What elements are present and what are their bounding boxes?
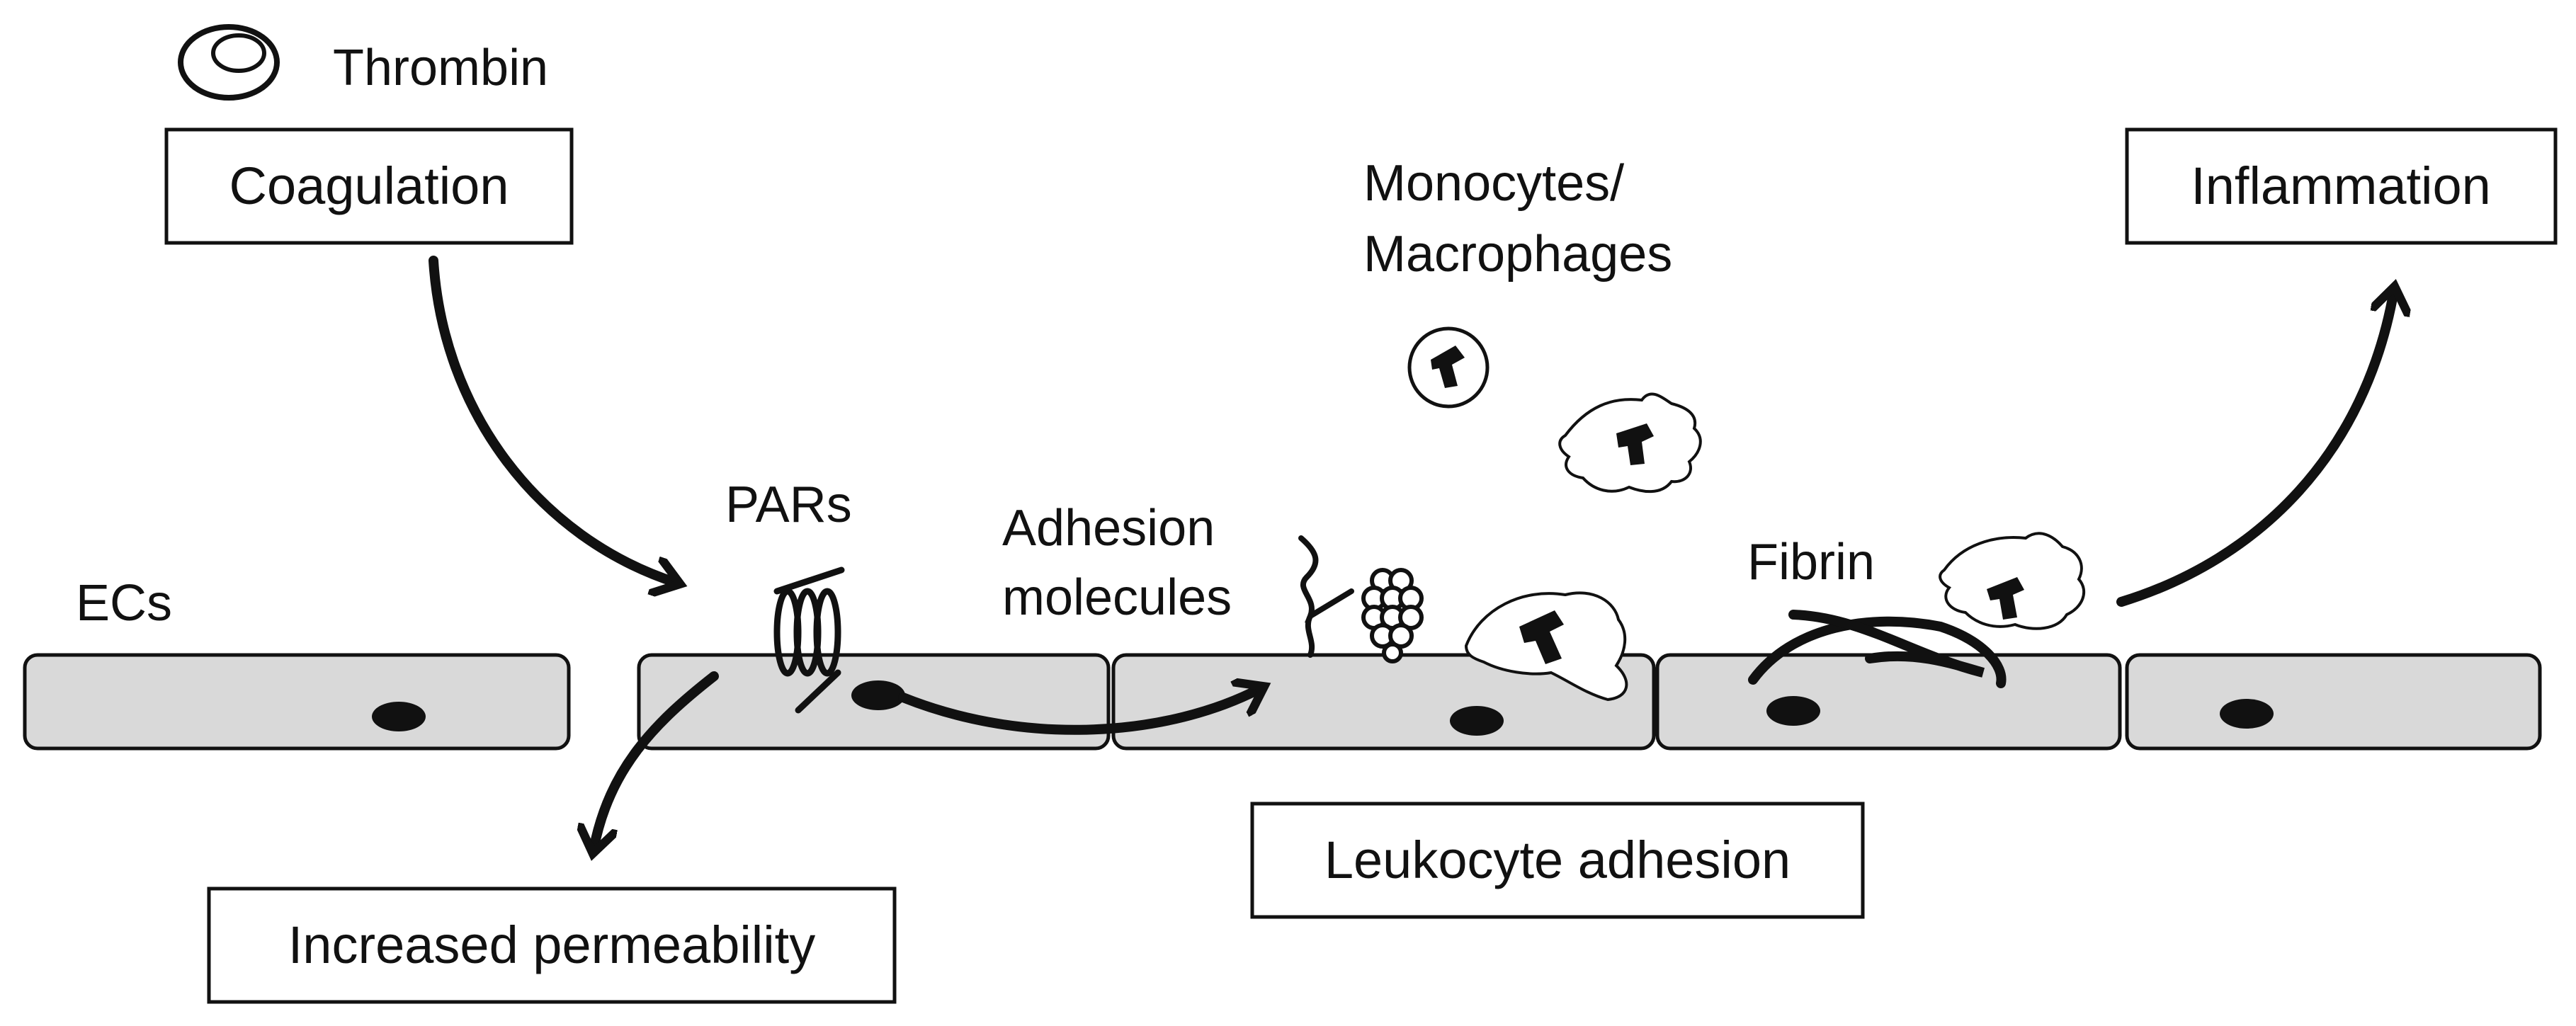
endothelial-cell-1 [23, 653, 571, 751]
leukocyte-adhesion-label: Leukocyte adhesion [1324, 831, 1791, 889]
endothelial-cell-5 [2125, 653, 2542, 751]
leukocyte-adhesion-box: Leukocyte adhesion [1250, 802, 1865, 919]
increased-permeability-box: Increased permeability [207, 887, 897, 1004]
thrombin-label: Thrombin [333, 40, 548, 96]
svg-text:molecules: molecules [1002, 569, 1232, 626]
coagulation-label: Coagulation [229, 156, 509, 215]
arrows [429, 256, 2394, 850]
adherent-macrophage-icon [1464, 591, 1628, 702]
inflammation-box: Inflammation [2125, 127, 2558, 245]
arrow-pars-to-adhesion-molecules [898, 688, 1261, 735]
monocyte-icon [1407, 326, 1490, 409]
ecs-label: ECs [76, 575, 172, 632]
endothelial-cell-4 [1655, 653, 2122, 751]
adhesion-molecule-icon [1298, 535, 1424, 663]
svg-text:Adhesion: Adhesion [1002, 500, 1215, 557]
macrophage-icon [1558, 392, 1702, 494]
nucleus [851, 680, 905, 710]
coagulation-box: Coagulation [164, 127, 574, 245]
nucleus [372, 702, 426, 731]
svg-text:Macrophages: Macrophages [1363, 226, 1672, 283]
nucleus [1766, 696, 1820, 726]
par-receptor-icon [773, 566, 845, 714]
pars-label: PARs [725, 477, 852, 533]
fibrin-strands [1748, 610, 2007, 688]
svg-text:Monocytes/: Monocytes/ [1363, 155, 1624, 212]
arrow-pars-to-permeability [594, 671, 719, 850]
inflammation-label: Inflammation [2191, 156, 2491, 215]
arrow-to-inflammation [2116, 290, 2394, 607]
fibrin-label: Fibrin [1747, 534, 1875, 591]
increased-permeability-label: Increased permeability [288, 916, 815, 974]
nucleus [1450, 706, 1504, 736]
monocytes-macrophages-label: Monocytes/ Macrophages [1363, 155, 1672, 283]
thrombin-icon [178, 24, 280, 101]
fibrin-macrophage-icon [1939, 532, 2086, 630]
arrow-coagulation-to-pars [429, 256, 676, 583]
endothelial-cell-2 [637, 653, 1111, 751]
nucleus [2220, 699, 2274, 729]
adhesion-molecules-label: Adhesion molecules [1002, 500, 1232, 626]
